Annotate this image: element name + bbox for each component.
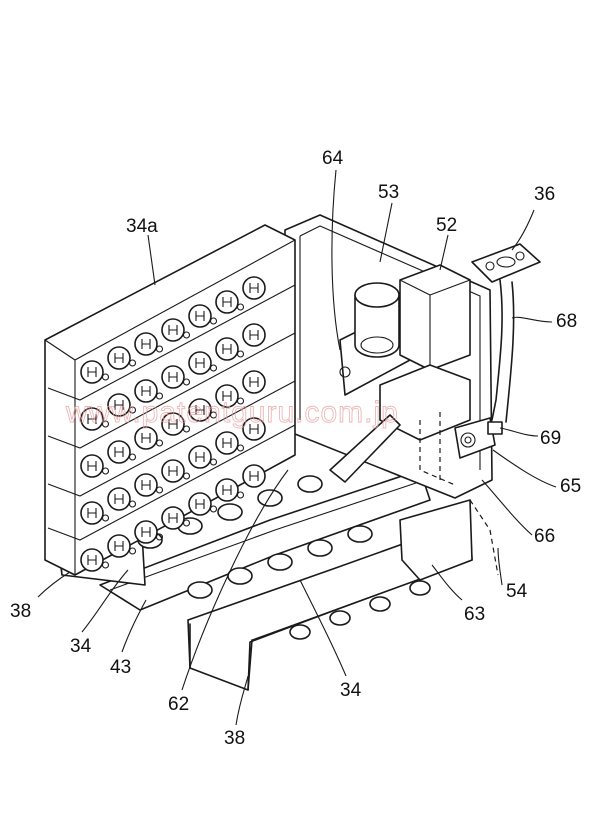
spacer-hole bbox=[101, 467, 110, 475]
leader-lines bbox=[37, 169, 557, 726]
cell-terminal-mark bbox=[249, 377, 259, 387]
spacer-hole bbox=[155, 486, 164, 494]
spacer-hole bbox=[209, 458, 218, 466]
cell-terminal-mark bbox=[114, 447, 124, 457]
cell-end-grid bbox=[80, 276, 266, 572]
ref-52: 52 bbox=[436, 215, 457, 236]
cell-terminal-mark bbox=[141, 527, 151, 537]
ref-69: 69 bbox=[540, 428, 561, 449]
spacer-hole bbox=[209, 411, 218, 419]
spacer-hole bbox=[155, 533, 164, 541]
cell-terminal-mark bbox=[168, 513, 178, 523]
cell-terminal-mark bbox=[249, 424, 259, 434]
spacer-hole bbox=[182, 378, 191, 386]
cell-terminal-mark bbox=[114, 541, 124, 551]
spacer-hole bbox=[128, 453, 137, 461]
cell-terminal-mark bbox=[87, 414, 97, 424]
spacer-hole bbox=[182, 472, 191, 480]
ref-38-left: 38 bbox=[10, 601, 31, 622]
cell-terminal-mark bbox=[87, 461, 97, 471]
battery-stack bbox=[44, 224, 296, 576]
ref-63: 63 bbox=[464, 604, 485, 625]
cell-terminal-mark bbox=[168, 466, 178, 476]
ref-53: 53 bbox=[378, 182, 399, 203]
spacer-hole bbox=[209, 505, 218, 513]
cell-terminal-mark bbox=[249, 283, 259, 293]
spacer-hole bbox=[236, 303, 245, 311]
ref-66: 66 bbox=[534, 526, 555, 547]
cell-terminal-mark bbox=[87, 367, 97, 377]
spacer-hole bbox=[101, 561, 110, 569]
ref-34-left: 34 bbox=[70, 636, 92, 657]
cell-terminal-mark bbox=[222, 438, 232, 448]
spacer-hole bbox=[236, 397, 245, 405]
ref-38-bottom: 38 bbox=[224, 728, 245, 749]
cell-terminal-mark bbox=[222, 391, 232, 401]
cell-terminal-mark bbox=[249, 330, 259, 340]
cell-terminal-mark bbox=[195, 405, 205, 415]
spacer-hole bbox=[182, 519, 191, 527]
cell-terminal-mark bbox=[168, 419, 178, 429]
cell-terminal-mark bbox=[141, 386, 151, 396]
cell-terminal-mark bbox=[195, 311, 205, 321]
cell-terminal-mark bbox=[168, 325, 178, 335]
cell-terminal-mark bbox=[195, 358, 205, 368]
spacer-hole bbox=[101, 514, 110, 522]
spacer-hole bbox=[236, 444, 245, 452]
ref-65: 65 bbox=[560, 476, 581, 497]
ref-34a: 34a bbox=[126, 216, 158, 237]
spacer-hole bbox=[236, 350, 245, 358]
spacer-hole bbox=[128, 500, 137, 508]
cell-terminal-mark bbox=[222, 344, 232, 354]
cell-terminal-mark bbox=[222, 485, 232, 495]
cell-terminal-mark bbox=[114, 353, 124, 363]
cell-terminal-mark bbox=[87, 555, 97, 565]
ref-43: 43 bbox=[110, 657, 131, 678]
pipe-assembly bbox=[454, 243, 541, 459]
spacer-hole bbox=[236, 491, 245, 499]
spacer-hole bbox=[155, 345, 164, 353]
spacer-hole bbox=[101, 373, 110, 381]
ref-68: 68 bbox=[556, 311, 577, 332]
spacer-hole bbox=[128, 547, 137, 555]
reference-numerals: 64 53 36 34a 52 68 69 65 66 38 54 63 34 … bbox=[10, 148, 581, 749]
ref-62: 62 bbox=[168, 694, 189, 715]
cell-terminal-mark bbox=[141, 339, 151, 349]
watermark: www.patentguru.com.jp bbox=[65, 396, 399, 429]
spacer-hole bbox=[209, 317, 218, 325]
spacer-hole bbox=[182, 425, 191, 433]
right-housing bbox=[284, 214, 499, 576]
cell-terminal-mark bbox=[168, 372, 178, 382]
spacer-hole bbox=[101, 420, 110, 428]
spacer-hole bbox=[128, 359, 137, 367]
spacer-hole bbox=[155, 439, 164, 447]
spacer-hole bbox=[209, 364, 218, 372]
ref-54: 54 bbox=[506, 581, 528, 602]
spacer-hole bbox=[128, 406, 137, 414]
cell-terminal-mark bbox=[141, 480, 151, 490]
cell-terminal-mark bbox=[114, 494, 124, 504]
cell-terminal-mark bbox=[249, 471, 259, 481]
cell-row-bottom bbox=[137, 475, 431, 640]
cell-terminal-mark bbox=[87, 508, 97, 518]
cell-terminal-mark bbox=[222, 297, 232, 307]
cell-terminal-mark bbox=[195, 499, 205, 509]
cell-terminal-mark bbox=[141, 433, 151, 443]
spacer-hole bbox=[155, 392, 164, 400]
ref-34-right: 34 bbox=[340, 680, 362, 701]
spacer-hole bbox=[182, 331, 191, 339]
diagonal-duct bbox=[329, 414, 401, 483]
ref-36: 36 bbox=[534, 184, 555, 205]
cell-terminal-mark bbox=[114, 400, 124, 410]
cell-terminal-mark bbox=[195, 452, 205, 462]
ref-64: 64 bbox=[322, 148, 344, 169]
